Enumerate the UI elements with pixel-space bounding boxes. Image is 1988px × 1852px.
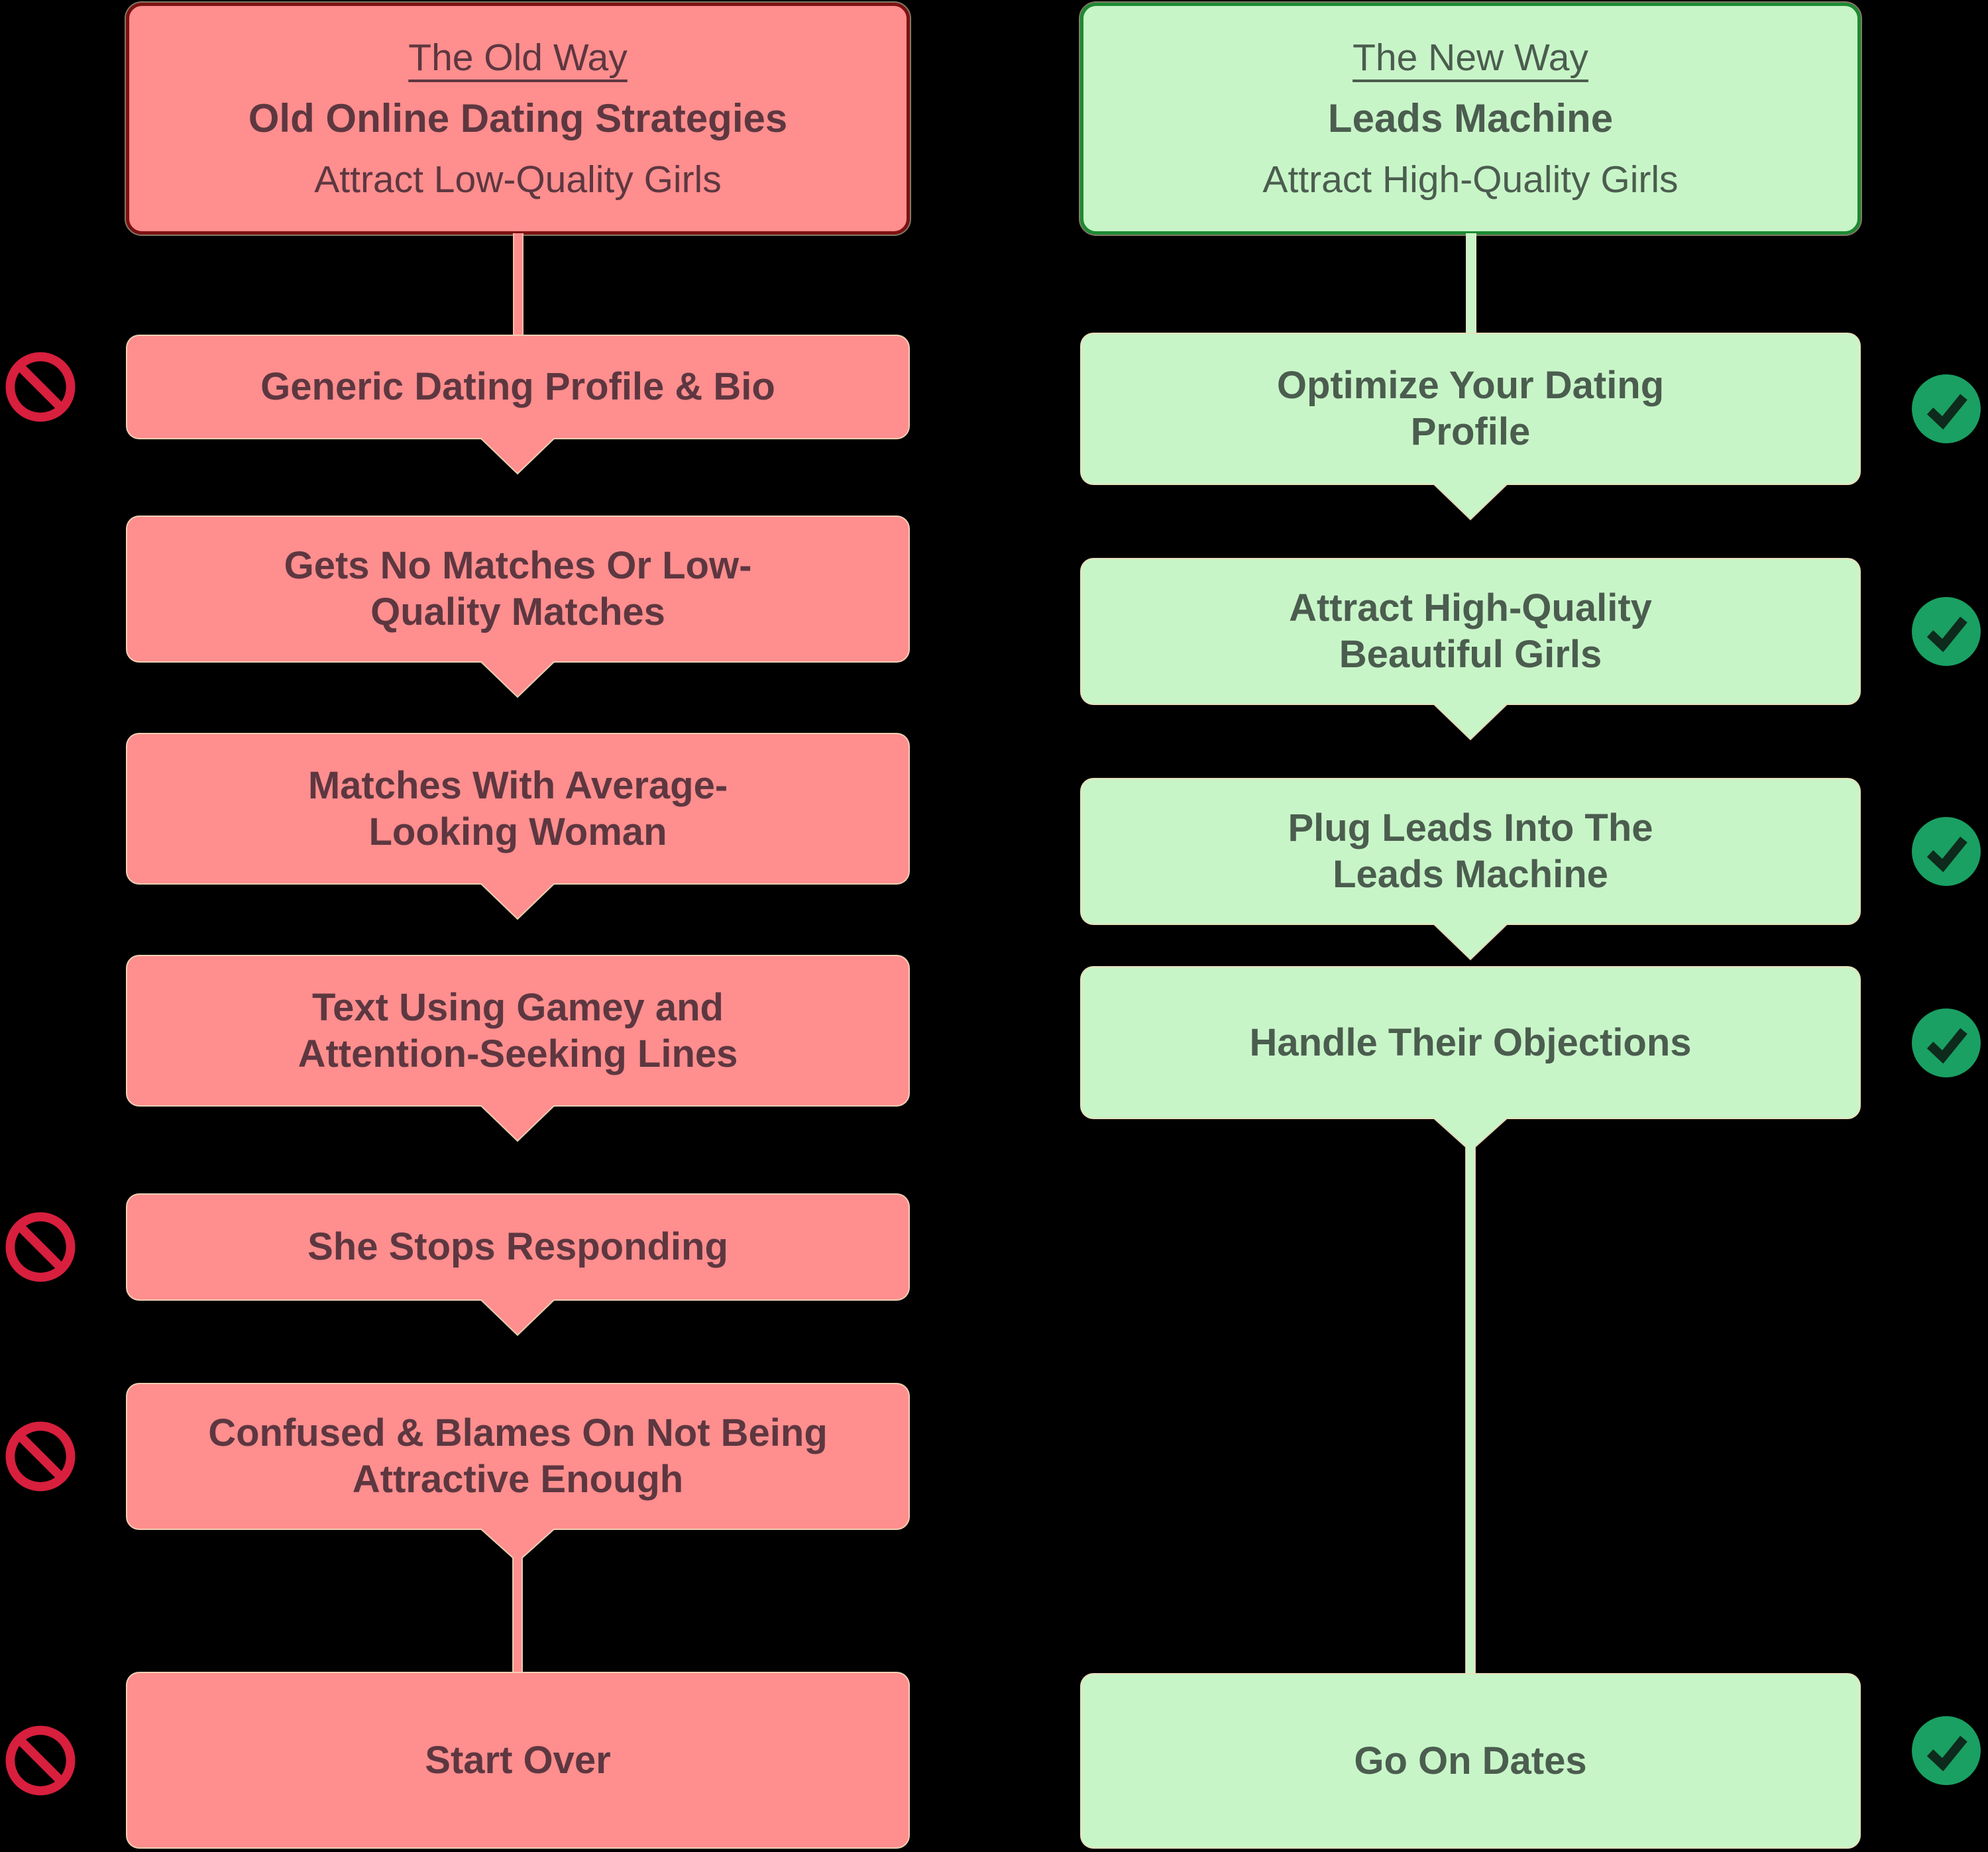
new-step-4-text: Handle Their Objections	[1249, 1020, 1692, 1064]
old-step-box-4: Text Using Gamey and Attention-Seeking L…	[126, 955, 910, 1107]
new-step-box-3: Plug Leads Into The Leads Machine	[1080, 778, 1861, 925]
new-step-3-text-line2: Leads Machine	[1333, 853, 1608, 896]
new-step-box-1: Optimize Your Dating Profile	[1080, 333, 1861, 485]
check-circle-icon	[1911, 374, 1981, 444]
check-circle-icon	[1911, 596, 1981, 667]
new-arrow-tail	[1432, 704, 1509, 742]
old-step-2-text-line1: Gets No Matches Or Low-	[284, 544, 752, 587]
old-arrow-tail	[479, 661, 556, 700]
new-funnel-connector	[1432, 1118, 1509, 1674]
old-step-box-7: Start Over	[126, 1672, 910, 1849]
new-step-1-text-line2: Profile	[1410, 410, 1531, 453]
new-arrow-tail	[1432, 924, 1509, 962]
no-entry-icon	[5, 352, 76, 422]
old-step-6-text-line2: Attractive Enough	[352, 1458, 684, 1501]
old-step-5-text: She Stops Responding	[307, 1225, 728, 1268]
old-step-3-text-line1: Matches With Average-	[307, 763, 728, 807]
old-step-box-1: Generic Dating Profile & Bio	[126, 335, 910, 439]
old-arrow-tail	[479, 438, 556, 476]
new-step-2-text-line2: Beautiful Girls	[1339, 633, 1602, 676]
old-step-box-3: Matches With Average- Looking Woman	[126, 733, 910, 885]
old-step-4-text-line1: Text Using Gamey and	[312, 985, 724, 1029]
new-step-box-4: Handle Their Objections	[1080, 966, 1861, 1119]
new-step-3-text-line1: Plug Leads Into The	[1288, 806, 1653, 849]
new-step-box-2: Attract High-Quality Beautiful Girls	[1080, 558, 1861, 705]
check-circle-icon	[1911, 1716, 1981, 1786]
new-way-eyebrow: The New Way	[1353, 36, 1588, 79]
no-entry-icon	[5, 1725, 76, 1796]
new-step-box-5: Go On Dates	[1080, 1673, 1861, 1849]
new-connector-line	[1466, 233, 1476, 334]
old-step-6-text-line1: Confused & Blames On Not Being	[208, 1411, 828, 1454]
new-step-1-text-line1: Optimize Your Dating	[1276, 364, 1665, 407]
old-step-7-text: Start Over	[425, 1738, 611, 1782]
old-step-2-text-line2: Quality Matches	[370, 590, 665, 633]
old-step-4-text-line2: Attention-Seeking Lines	[298, 1032, 738, 1075]
old-arrow-tail	[479, 1299, 556, 1338]
new-way-header-box: The New Way Leads Machine Attract High-Q…	[1079, 1, 1862, 236]
no-entry-icon	[5, 1421, 76, 1492]
new-way-subtitle: Attract High-Quality Girls	[1262, 158, 1679, 201]
old-step-box-6: Confused & Blames On Not Being Attractiv…	[126, 1383, 910, 1530]
old-funnel-connector	[479, 1529, 556, 1673]
check-circle-icon	[1911, 1008, 1981, 1078]
old-step-box-5: She Stops Responding	[126, 1193, 910, 1301]
old-way-subtitle: Attract Low-Quality Girls	[314, 158, 722, 201]
old-way-eyebrow: The Old Way	[408, 36, 628, 79]
old-arrow-tail	[479, 883, 556, 922]
new-step-5-text: Go On Dates	[1354, 1739, 1587, 1782]
old-step-1-text: Generic Dating Profile & Bio	[260, 365, 775, 408]
old-step-3-text-line2: Looking Woman	[368, 810, 667, 853]
new-way-title: Leads Machine	[1327, 96, 1614, 140]
old-arrow-tail	[479, 1105, 556, 1144]
old-way-header-box: The Old Way Old Online Dating Strategies…	[125, 1, 911, 236]
check-circle-icon	[1911, 816, 1981, 887]
new-step-2-text-line1: Attract High-Quality	[1289, 586, 1652, 629]
old-connector-line	[513, 233, 524, 336]
new-arrow-tail	[1432, 484, 1509, 522]
no-entry-icon	[5, 1212, 76, 1282]
old-step-box-2: Gets No Matches Or Low- Quality Matches	[126, 516, 910, 663]
old-way-title: Old Online Dating Strategies	[248, 96, 788, 140]
